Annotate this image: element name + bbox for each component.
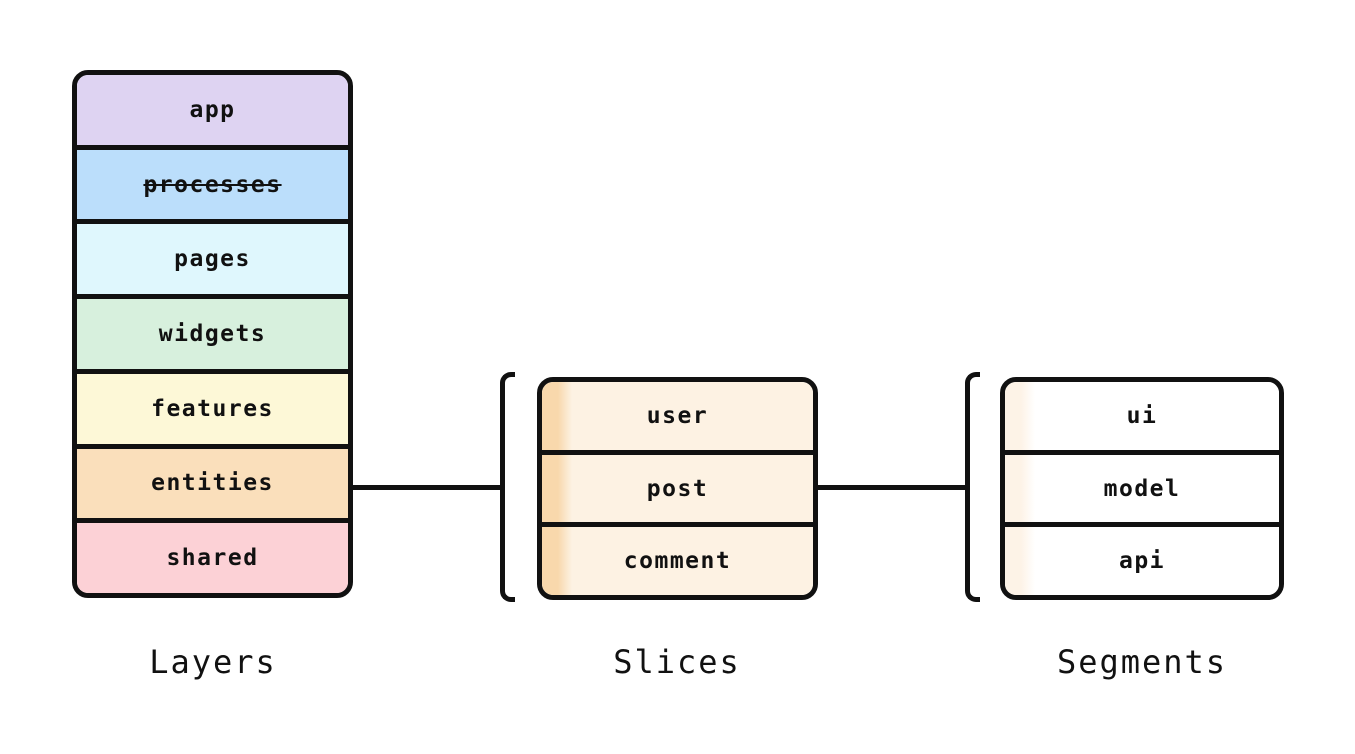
layers-caption: Layers — [149, 643, 277, 681]
connector-entities-slices — [351, 485, 501, 490]
layer-label-app: app — [189, 96, 236, 123]
segment-row-api: api — [1005, 522, 1279, 595]
layer-label-pages: pages — [174, 246, 251, 273]
segments-bracket-icon — [965, 372, 980, 602]
slice-row-comment: comment — [542, 522, 813, 595]
layer-label-features: features — [151, 395, 274, 422]
connector-slices-segments — [816, 485, 966, 490]
segments-stack: ui model api — [1000, 377, 1284, 600]
slice-label-comment: comment — [623, 548, 732, 575]
slices-stack: user post comment — [537, 377, 818, 600]
slice-label-user: user — [646, 402, 709, 429]
segments-caption: Segments — [1056, 643, 1228, 681]
slices-bracket-icon — [500, 372, 515, 602]
layer-label-widgets: widgets — [158, 321, 267, 348]
layer-row-processes: processes — [77, 144, 348, 220]
slice-label-post: post — [646, 475, 709, 502]
segment-row-model: model — [1005, 449, 1279, 523]
layer-row-widgets: widgets — [77, 294, 348, 369]
layer-row-entities: entities — [77, 443, 348, 519]
layer-label-entities: entities — [151, 470, 274, 497]
layer-label-processes: processes — [143, 171, 282, 198]
layer-row-features: features — [77, 368, 348, 444]
slice-row-user: user — [542, 382, 813, 450]
layer-row-app: app — [77, 75, 348, 145]
layer-row-pages: pages — [77, 219, 348, 295]
layers-stack: app processes pages widgets features ent… — [72, 70, 353, 598]
layer-label-shared: shared — [166, 545, 259, 572]
segment-label-ui: ui — [1126, 402, 1158, 429]
layer-row-shared: shared — [77, 518, 348, 593]
segment-row-ui: ui — [1005, 382, 1279, 450]
slices-caption: Slices — [613, 643, 741, 681]
segment-label-api: api — [1118, 548, 1166, 575]
slice-row-post: post — [542, 449, 813, 523]
segment-label-model: model — [1103, 475, 1181, 502]
